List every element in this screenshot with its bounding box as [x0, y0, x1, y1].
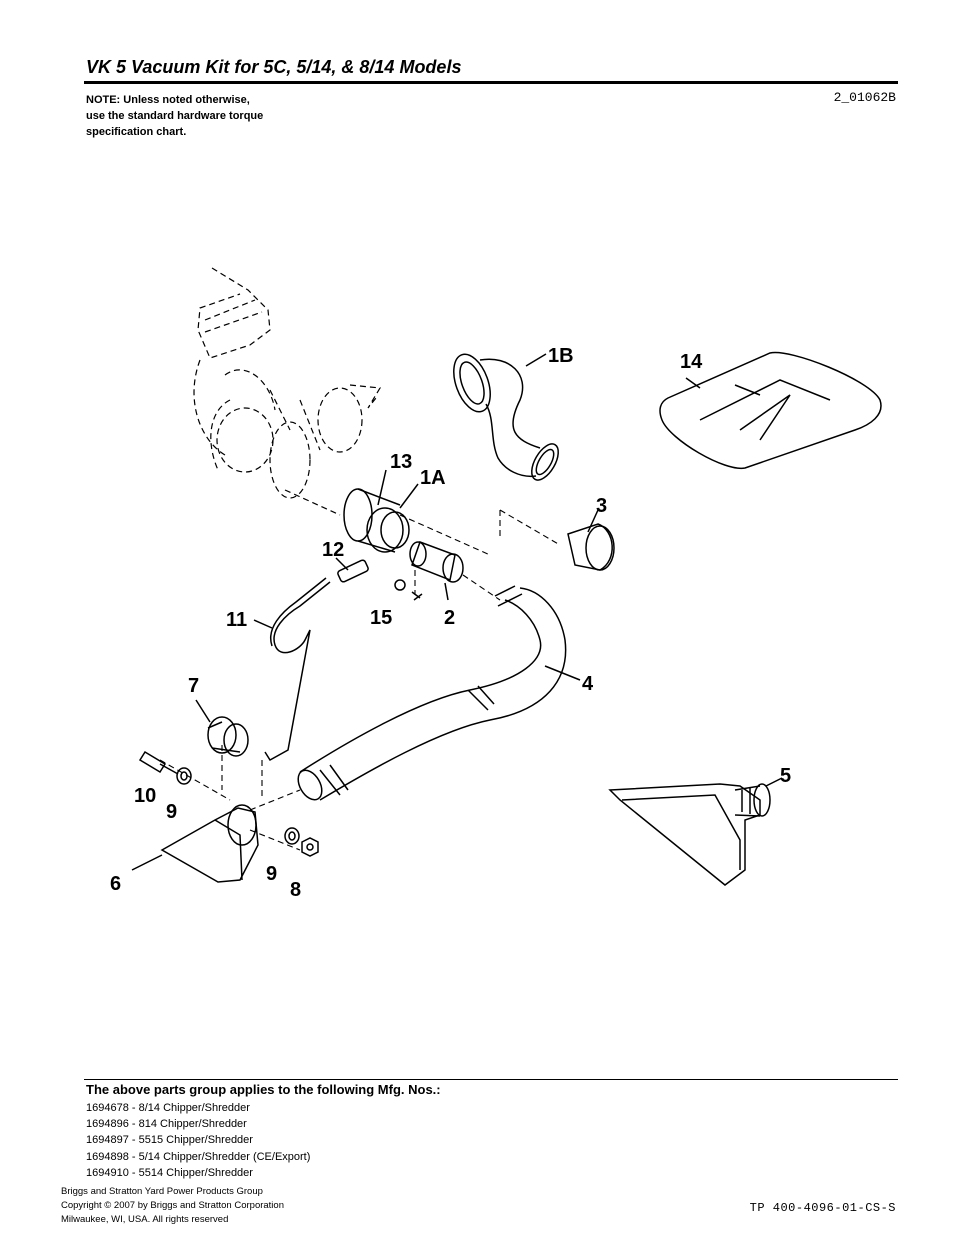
publisher-line: Briggs and Stratton Yard Power Products … [61, 1186, 263, 1197]
mfg-number-item: 1694897 - 5515 Chipper/Shredder [86, 1134, 253, 1147]
publisher-line: Milwaukee, WI, USA. All rights reserved [61, 1214, 229, 1225]
mfg-number-item: 1694898 - 5/14 Chipper/Shredder (CE/Expo… [86, 1150, 311, 1163]
callout-label: 15 [370, 607, 392, 629]
mfg-number-item: 1694896 - 814 Chipper/Shredder [86, 1118, 247, 1131]
machine-outline-phantom [193, 267, 382, 516]
part-9-washer-lower [284, 827, 300, 845]
part-1b-elbow [453, 353, 559, 481]
callout-label: 1B [548, 345, 574, 367]
callout-label: 3 [596, 495, 607, 517]
callout-label: 14 [680, 351, 703, 373]
part-5-floor-tool [608, 777, 783, 886]
callout-label: 4 [582, 673, 594, 695]
assembly-leaders [159, 509, 561, 851]
part-6-nozzle [131, 804, 259, 883]
part-7-clamp [195, 699, 249, 757]
publisher-line: Copyright © 2007 by Briggs and Stratton … [61, 1200, 284, 1211]
page-title: VK 5 Vacuum Kit for 5C, 5/14, & 8/14 Mod… [86, 57, 462, 77]
note-line: NOTE: Unless noted otherwise, [86, 94, 250, 106]
callout-label: 6 [110, 873, 121, 895]
part-4-hose [297, 585, 581, 801]
part-13-adapter [343, 469, 419, 553]
part-10-bolt [138, 750, 179, 775]
mfg-number-item: 1694910 - 5514 Chipper/Shredder [86, 1166, 253, 1179]
part-11-rod [253, 577, 331, 762]
applies-heading: The above parts group applies to the fol… [86, 1082, 441, 1097]
mfg-number-list: 1694678 - 8/14 Chipper/Shredder 1694896 … [86, 1100, 310, 1181]
part-3-cap [567, 509, 615, 571]
callout-label: 9 [266, 863, 277, 885]
part-15-screw [394, 579, 423, 601]
footer-rule [84, 1079, 898, 1080]
callout-label: 10 [134, 785, 156, 807]
callout-label: 11 [226, 609, 247, 631]
header-rule [84, 81, 898, 84]
part-8-nut [301, 837, 319, 857]
callout-label: 1A [420, 467, 446, 489]
part-14-cover [659, 351, 882, 469]
callout-label: 5 [780, 765, 791, 787]
callout-label: 7 [188, 675, 199, 697]
part-12-clip [335, 557, 369, 583]
callout-labels: 1B 14 13 1A 3 12 11 15 2 4 7 10 9 5 9 6 … [110, 345, 791, 901]
callout-label: 12 [322, 539, 344, 561]
callout-label: 8 [290, 879, 301, 901]
note-line: use the standard hardware torque [86, 110, 264, 122]
mfg-number-item: 1694678 - 8/14 Chipper/Shredder [86, 1102, 250, 1114]
doc-number: TP 400-4096-01-CS-S [749, 1201, 896, 1215]
part-2-tube [409, 541, 464, 601]
drawing-id: 2_01062B [833, 90, 896, 105]
torque-note: NOTE: Unless noted otherwise, use the st… [86, 92, 316, 140]
callout-label: 9 [166, 801, 177, 823]
callout-label: 13 [390, 451, 412, 473]
publisher-info: Briggs and Stratton Yard Power Products … [61, 1185, 284, 1227]
note-line: specification chart. [86, 126, 187, 138]
callout-label: 2 [444, 607, 455, 629]
part-9-washer [176, 767, 192, 785]
